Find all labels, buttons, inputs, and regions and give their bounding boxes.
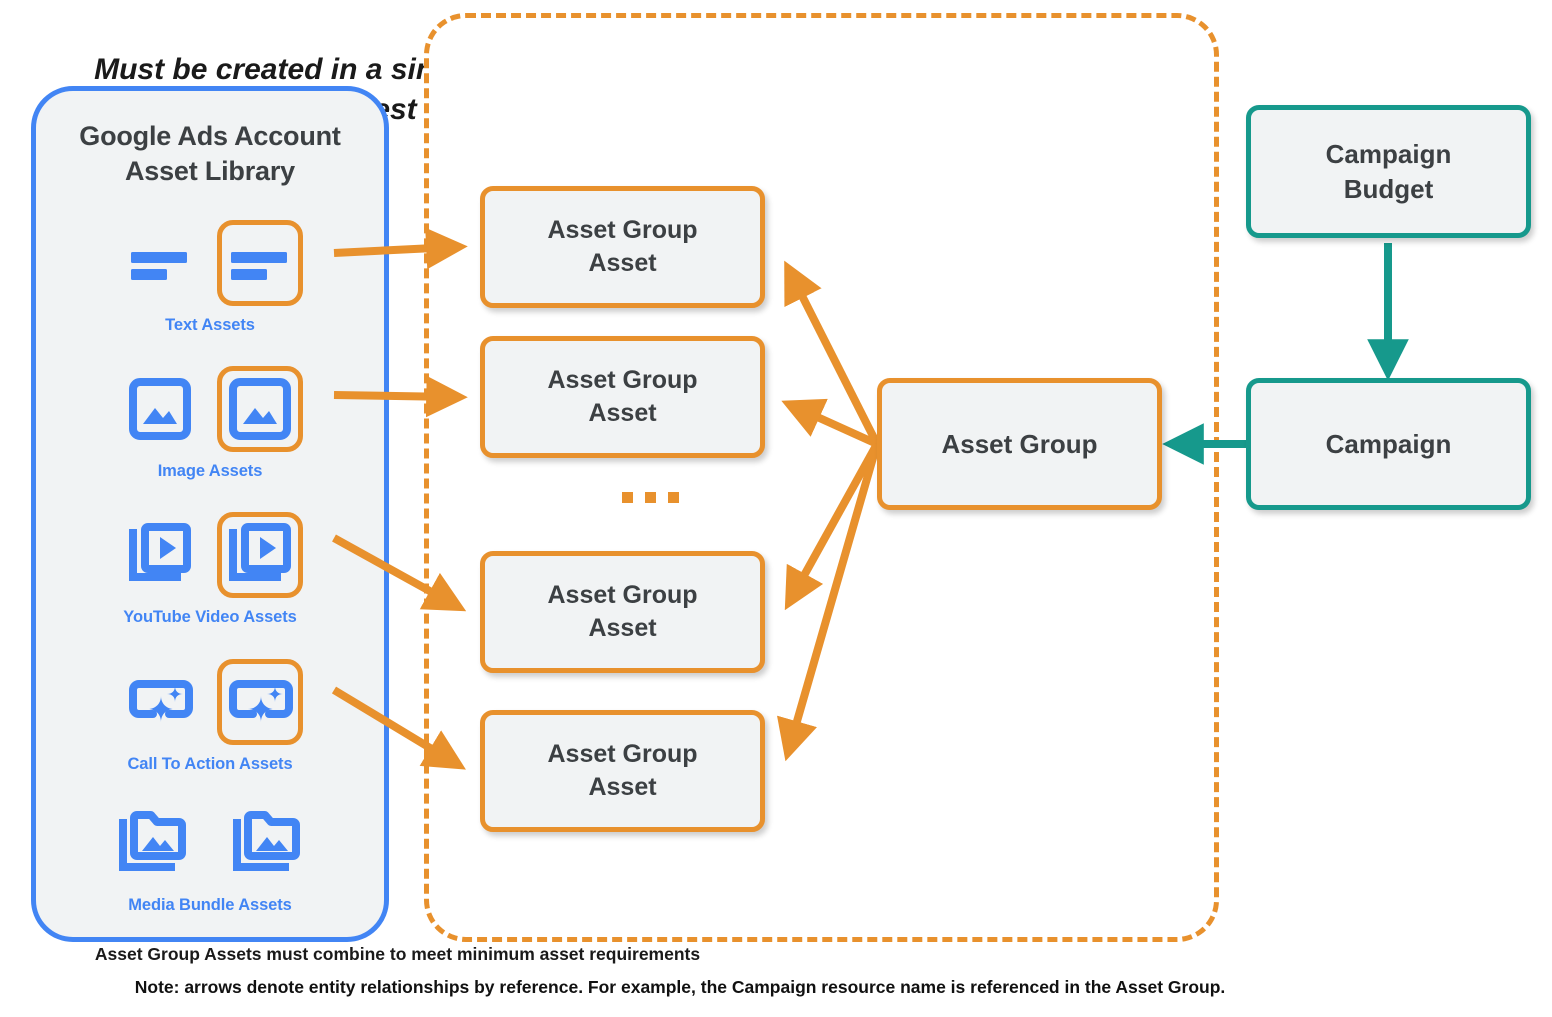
campaign-budget-line1: Campaign xyxy=(1325,139,1452,170)
asset-group-asset-node-4[interactable]: Asset Group Asset xyxy=(480,710,765,832)
campaign-label: Campaign xyxy=(1325,428,1452,459)
asset-entry-media-bundle[interactable]: Media Bundle Assets xyxy=(36,797,384,915)
image-icon-selected[interactable] xyxy=(217,366,303,452)
image-icon xyxy=(117,366,203,452)
asset-library-panel: Google Ads Account Asset Library xyxy=(31,86,389,942)
campaign-budget-node[interactable]: Campaign Budget xyxy=(1246,105,1531,238)
asset-caption-text: Text Assets xyxy=(165,316,255,334)
asset-entry-text[interactable]: Text Assets xyxy=(36,217,384,335)
ellipsis-dot-3 xyxy=(668,492,679,503)
asset-group-label: Asset Group xyxy=(941,428,1098,459)
aga-1-line2: Asset xyxy=(588,249,657,277)
aga-3-line2: Asset xyxy=(588,614,657,642)
asset-entry-call-to-action[interactable]: Call To Action Assets xyxy=(36,656,384,774)
asset-library-title-line1: Google Ads Account xyxy=(79,121,341,151)
asset-group-asset-node-1[interactable]: Asset Group Asset xyxy=(480,186,765,308)
asset-library-title: Google Ads Account Asset Library xyxy=(36,119,384,188)
asset-entry-youtube-video[interactable]: YouTube Video Assets xyxy=(36,509,384,627)
mutate-footnote: Asset Group Assets must combine to meet … xyxy=(94,944,701,964)
aga-4-line2: Asset xyxy=(588,773,657,801)
campaign-budget-line2: Budget xyxy=(1343,173,1434,204)
media-bundle-folder-icon-2 xyxy=(224,800,310,886)
aga-4-line1: Asset Group xyxy=(547,740,698,768)
asset-caption-media-bundle: Media Bundle Assets xyxy=(128,896,292,914)
text-lines-icon xyxy=(117,220,203,306)
video-stack-icon xyxy=(117,512,203,598)
diagram-note: Note: arrows denote entity relationships… xyxy=(134,977,1226,997)
campaign-node[interactable]: Campaign xyxy=(1246,378,1531,510)
asset-entry-image[interactable]: Image Assets xyxy=(36,363,384,481)
asset-group-node[interactable]: Asset Group xyxy=(877,378,1162,510)
call-to-action-sparkle-icon xyxy=(117,659,203,745)
aga-2-line1: Asset Group xyxy=(547,366,698,394)
ellipsis-dot-2 xyxy=(645,492,656,503)
asset-caption-youtube-video: YouTube Video Assets xyxy=(123,608,297,626)
asset-caption-call-to-action: Call To Action Assets xyxy=(127,755,293,773)
asset-caption-image: Image Assets xyxy=(157,462,263,480)
aga-1-line1: Asset Group xyxy=(547,216,698,244)
media-bundle-folder-icon xyxy=(110,800,196,886)
ellipsis-indicator xyxy=(622,492,679,503)
aga-2-line2: Asset xyxy=(588,399,657,427)
asset-group-asset-node-2[interactable]: Asset Group Asset xyxy=(480,336,765,458)
text-lines-icon-selected[interactable] xyxy=(217,220,303,306)
ellipsis-dot-1 xyxy=(622,492,633,503)
asset-library-title-line2: Asset Library xyxy=(125,155,295,186)
asset-group-asset-node-3[interactable]: Asset Group Asset xyxy=(480,551,765,673)
call-to-action-sparkle-icon-selected[interactable] xyxy=(217,659,303,745)
video-stack-icon-selected[interactable] xyxy=(217,512,303,598)
aga-3-line1: Asset Group xyxy=(547,581,698,609)
